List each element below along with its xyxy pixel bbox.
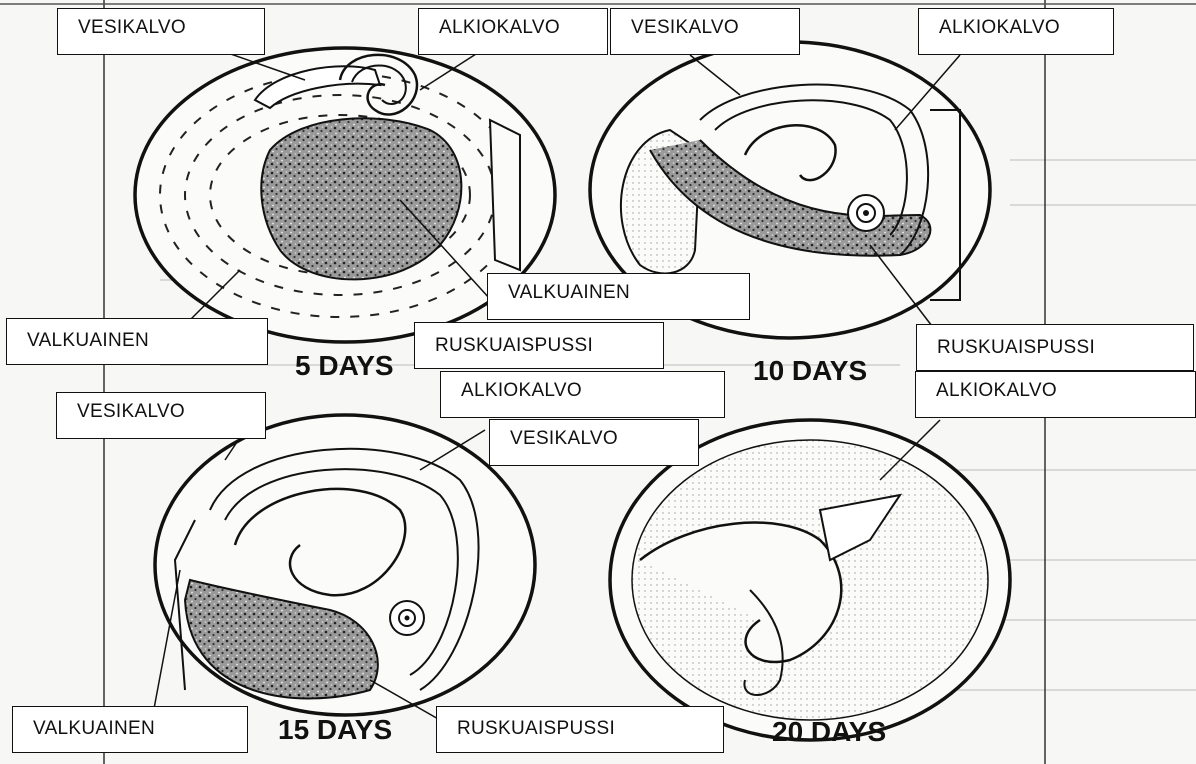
egg-20-days [610, 420, 1010, 740]
caption-5-days: 5 DAYS [295, 350, 394, 382]
label-5d-vesikalvo: VESIKALVO [57, 8, 265, 55]
label-10d-vesikalvo: VESIKALVO [610, 8, 800, 55]
label-10d-valkuainen: VALKUAINEN [487, 273, 750, 320]
caption-20-days: 20 DAYS [772, 716, 886, 748]
caption-10-days: 10 DAYS [753, 355, 867, 387]
egg-15-days [150, 415, 535, 730]
label-20d-vesikalvo: VESIKALVO [489, 419, 699, 466]
label-15d-ruskuaispussi: RUSKUAISPUSSI [436, 706, 724, 753]
label-5d-alkiokalvo: ALKIOKALVO [418, 8, 608, 55]
label-15d-vesikalvo: VESIKALVO [56, 392, 266, 439]
label-10d-alkiokalvo: ALKIOKALVO [918, 8, 1114, 55]
label-15d-valkuainen: VALKUAINEN [12, 706, 248, 753]
label-5d-ruskuaispussi: RUSKUAISPUSSI [414, 322, 664, 369]
caption-15-days: 15 DAYS [278, 714, 392, 746]
label-15d-alkiokalvo: ALKIOKALVO [440, 371, 725, 418]
label-20d-alkiokalvo: ALKIOKALVO [915, 371, 1196, 418]
label-10d-ruskuaispussi: RUSKUAISPUSSI [916, 324, 1194, 371]
label-5d-valkuainen: VALKUAINEN [6, 318, 268, 365]
